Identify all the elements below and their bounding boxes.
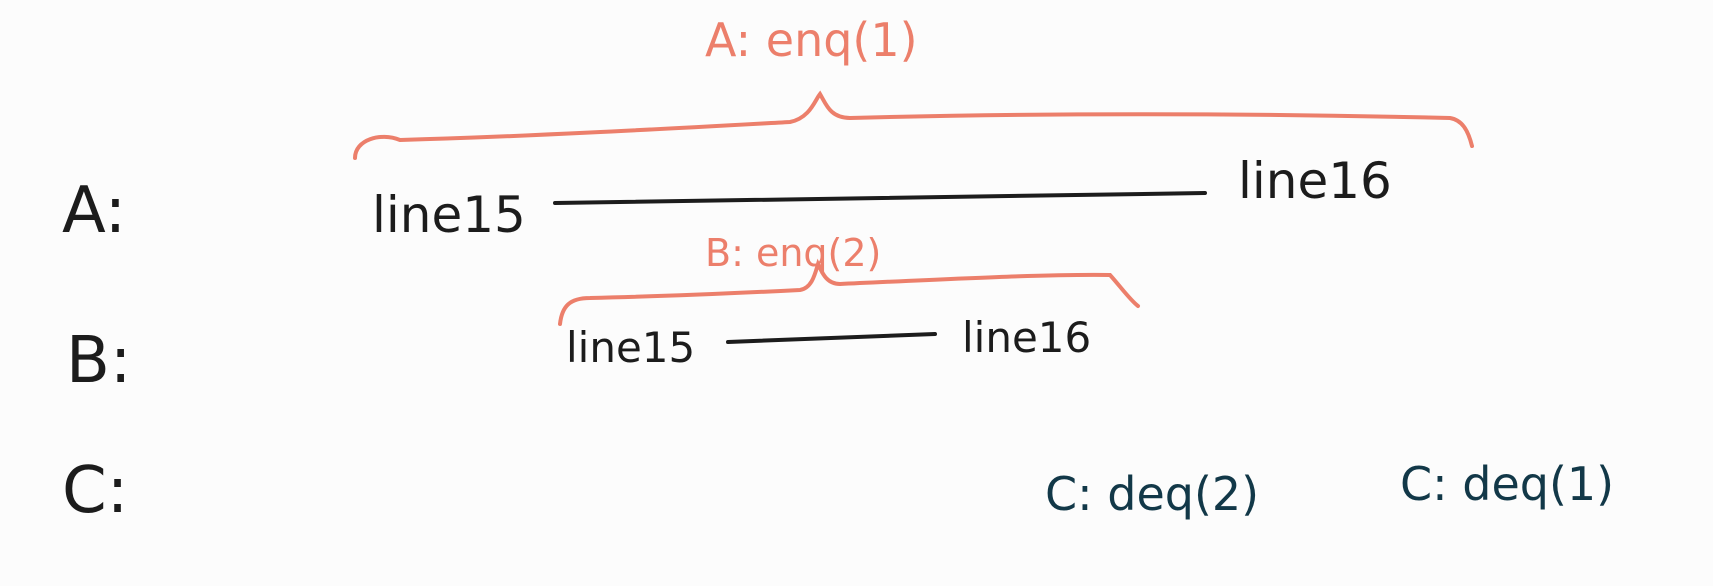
row-label-b: B: [66,324,131,398]
interval-a-line [553,191,1207,205]
event-c-deq-1: C: deq(1) [1400,457,1614,511]
row-label-c: C: [62,454,128,528]
interval-a-end-label: line16 [1238,152,1392,210]
interval-b-end-label: line16 [962,313,1091,362]
interval-b-line [726,332,937,344]
row-label-a: A: [62,174,126,248]
interval-b-annotation: B: enq(2) [705,231,881,275]
interval-b-start-label: line15 [566,323,695,372]
event-c-deq-2: C: deq(2) [1045,467,1259,521]
interval-b-brace [558,258,1140,326]
interval-a-annotation: A: enq(1) [705,13,918,67]
interval-a-brace [353,90,1474,160]
interval-a-start-label: line15 [372,186,526,244]
